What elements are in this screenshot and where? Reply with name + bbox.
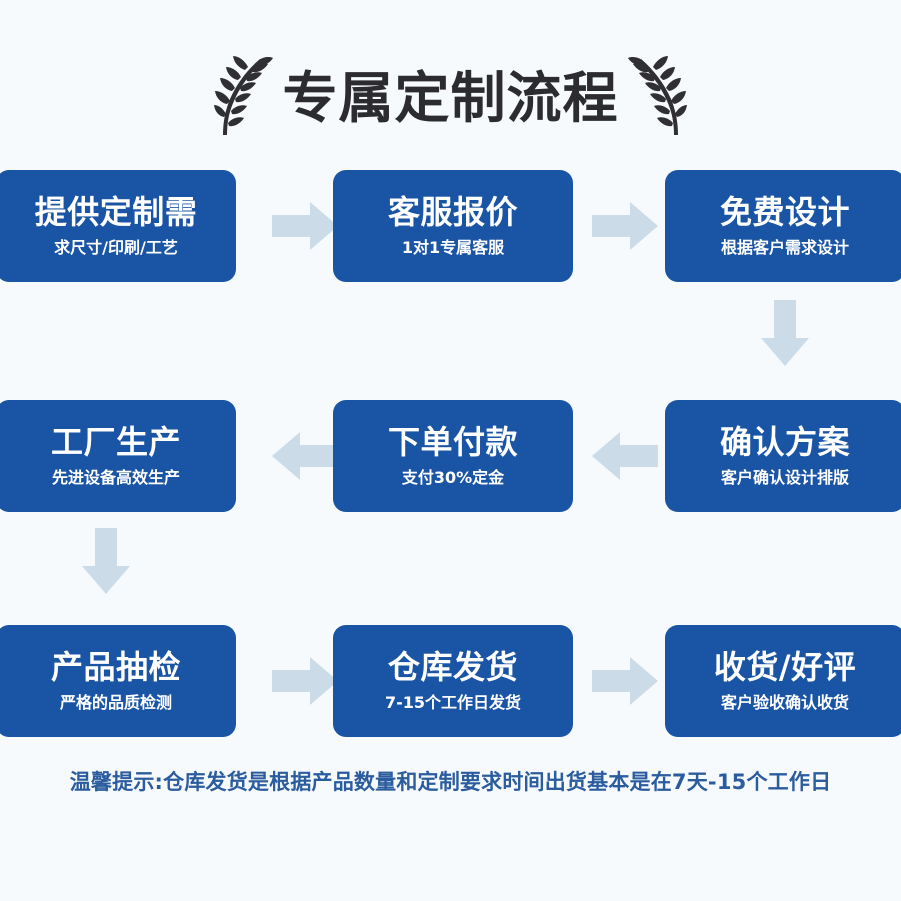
flow-step-subtitle: 7-15个工作日发货 <box>384 692 522 712</box>
flow-step-title: 客服报价 <box>387 192 518 231</box>
flow-step-product-inspection[interactable]: 产品抽检 严格的品质检测 <box>0 625 236 737</box>
footer-note: 温馨提示:仓库发货是根据产品数量和定制要求时间出货基本是在7天-15个工作日 <box>69 770 832 794</box>
flow-step-subtitle: 求尺寸/印刷/工艺 <box>54 237 178 257</box>
flow-step-receive-review[interactable]: 收货/好评 客户验收确认收货 <box>665 625 901 737</box>
arrow-right-icon <box>272 202 338 250</box>
flow-step-subtitle: 客户验收确认收货 <box>720 692 849 712</box>
flow-step-subtitle: 先进设备高效生产 <box>51 467 180 487</box>
flow-step-subtitle: 1对1专属客服 <box>401 237 505 257</box>
arrow-right-icon <box>272 657 338 705</box>
arrow-left-icon <box>272 432 338 480</box>
arrow-left-icon <box>592 432 658 480</box>
flow-step-order-payment[interactable]: 下单付款 支付30%定金 <box>333 400 573 512</box>
flow-step-title: 确认方案 <box>719 422 850 461</box>
arrow-down-icon <box>761 300 809 366</box>
flow-step-factory-production[interactable]: 工厂生产 先进设备高效生产 <box>0 400 236 512</box>
flow-step-subtitle: 根据客户需求设计 <box>720 237 849 257</box>
arrow-right-icon <box>592 657 658 705</box>
arrow-right-icon <box>592 202 658 250</box>
flow-step-subtitle: 支付30%定金 <box>401 467 505 487</box>
flow-row-1: 提供定制需 求尺寸/印刷/工艺 客服报价 1对1专属客服 免费设计 根据客户需求… <box>0 170 901 282</box>
laurel-branch-left-icon <box>214 56 274 135</box>
flow-step-subtitle: 严格的品质检测 <box>59 692 172 712</box>
flow-step-service-quote[interactable]: 客服报价 1对1专属客服 <box>333 170 573 282</box>
arrow-down-icon <box>82 528 130 594</box>
flow-row-3: 产品抽检 严格的品质检测 仓库发货 7-15个工作日发货 收货/好评 客户验收确… <box>0 625 901 737</box>
flow-step-title: 产品抽检 <box>50 647 181 686</box>
flow-step-provide-requirements[interactable]: 提供定制需 求尺寸/印刷/工艺 <box>0 170 236 282</box>
page-title-block: 专属定制流程 <box>0 48 901 148</box>
page-title: 专属定制流程 <box>282 65 619 130</box>
flow-step-title: 免费设计 <box>719 192 850 231</box>
laurel-branch-right-icon <box>627 56 687 135</box>
flow-step-title: 下单付款 <box>387 422 518 461</box>
flow-row-2: 工厂生产 先进设备高效生产 下单付款 支付30%定金 确认方案 客户确认设计排版 <box>0 400 901 512</box>
flow-step-title: 收货/好评 <box>713 647 857 686</box>
flow-step-title: 仓库发货 <box>387 647 518 686</box>
flow-step-title: 提供定制需 <box>34 192 198 231</box>
flow-step-warehouse-shipping[interactable]: 仓库发货 7-15个工作日发货 <box>333 625 573 737</box>
flow-step-title: 工厂生产 <box>50 422 181 461</box>
flow-step-free-design[interactable]: 免费设计 根据客户需求设计 <box>665 170 901 282</box>
flow-step-confirm-plan[interactable]: 确认方案 客户确认设计排版 <box>665 400 901 512</box>
flow-step-subtitle: 客户确认设计排版 <box>720 467 849 487</box>
